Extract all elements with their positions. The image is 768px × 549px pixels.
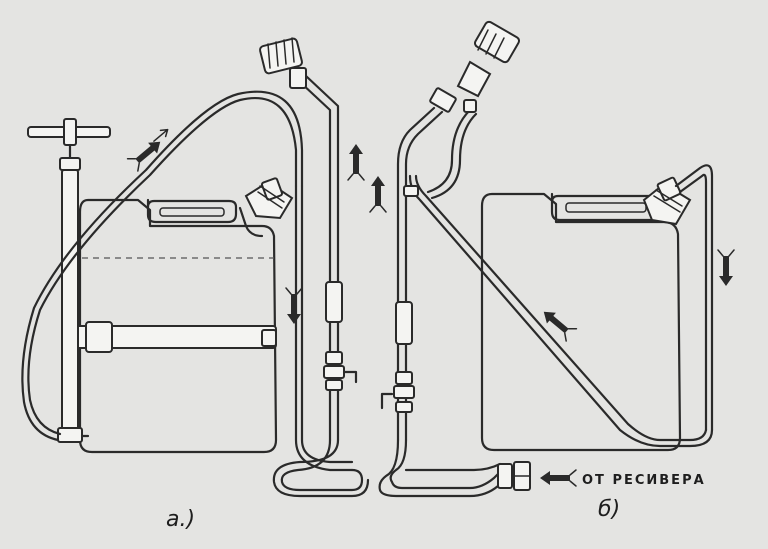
flow-arrow-icon bbox=[126, 141, 161, 172]
flow-arrow-icon bbox=[347, 144, 365, 181]
receiver-connector bbox=[497, 461, 531, 491]
spray-lance-b bbox=[378, 20, 520, 498]
flow-arrow-icon bbox=[369, 176, 387, 213]
flow-arrow-icon bbox=[285, 287, 303, 324]
sprayer-nozzle-icon bbox=[429, 20, 520, 113]
canister-a bbox=[63, 198, 278, 454]
flow-arrow-icon bbox=[543, 311, 578, 342]
canister-valve-a bbox=[238, 177, 294, 238]
hand-pump-a bbox=[27, 118, 111, 443]
source-label: ОТ РЕСИВЕРА bbox=[582, 473, 706, 488]
flow-arrow-icon bbox=[717, 249, 735, 286]
flow-arrow-icon bbox=[540, 469, 577, 487]
sprayer-nozzle-icon bbox=[259, 37, 307, 89]
hose-a-feed bbox=[294, 184, 354, 472]
hose-a-long bbox=[27, 96, 298, 436]
panel-b-assembly bbox=[378, 20, 735, 498]
panel-a-assembly bbox=[21, 37, 387, 498]
panel-b-caption: б) bbox=[598, 497, 620, 522]
canister-b bbox=[480, 192, 682, 452]
spray-lance-a bbox=[259, 37, 370, 498]
canister-valve-b bbox=[642, 164, 714, 432]
flow-arrow-icon bbox=[153, 128, 169, 142]
panel-a-caption: а.) bbox=[166, 507, 195, 532]
